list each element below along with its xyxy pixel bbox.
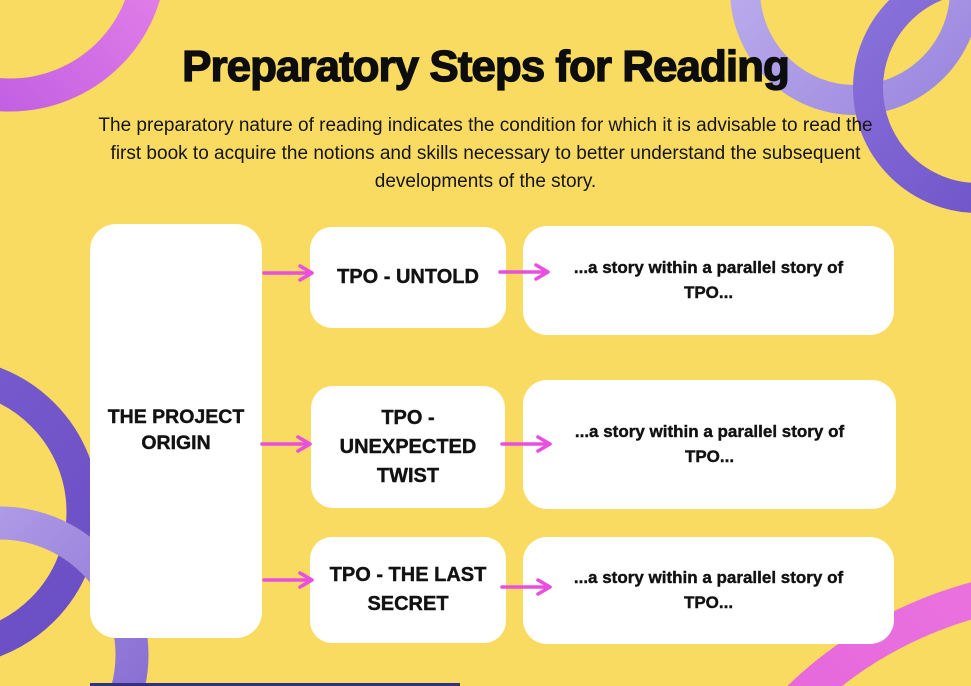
ring-top-right-purple — [853, 0, 971, 213]
ring-top-left — [0, 0, 160, 112]
note-box-label: ...a story within a parallel story of TP… — [573, 568, 844, 612]
flowchart-note-box-2: ...a story within a parallel story of TP… — [523, 380, 896, 509]
arrow-book-2-to-note-2-icon — [500, 435, 552, 453]
flowchart-note-box-1: ...a story within a parallel story of TP… — [523, 226, 894, 335]
flowchart-note-box-3: ...a story within a parallel story of TP… — [523, 537, 894, 644]
arrow-root-to-book-3-icon — [262, 571, 314, 589]
ring-bottom-left-purple — [0, 367, 100, 657]
ring-bottom-left-lavender — [0, 506, 149, 686]
book-box-label: TPO - UNEXPECTED TWIST — [339, 406, 477, 487]
book-box-label: TPO - THE LAST SECRET — [329, 564, 487, 615]
note-box-label: ...a story within a parallel story of TP… — [574, 422, 845, 466]
arrow-root-to-book-2-icon — [260, 435, 312, 453]
note-box-label: ...a story within a parallel story of TP… — [573, 258, 844, 302]
bottom-edge-accent — [90, 683, 460, 686]
book-box-label: TPO - UNTOLD — [337, 266, 479, 288]
flowchart-book-box-2: TPO - UNEXPECTED TWIST — [311, 386, 505, 508]
arrow-book-3-to-note-3-icon — [500, 578, 552, 596]
page-title: Preparatory Steps for Reading — [181, 41, 790, 91]
flowchart-book-box-1: TPO - UNTOLD — [310, 227, 506, 328]
page-subtitle: The preparatory nature of reading indica… — [98, 115, 873, 193]
arrow-root-to-book-1-icon — [262, 264, 314, 282]
root-box-label: THE PROJECT ORIGIN — [107, 406, 245, 454]
arrow-book-1-to-note-1-icon — [498, 263, 550, 281]
flowchart-book-box-3: TPO - THE LAST SECRET — [310, 537, 506, 643]
flowchart-root-box: THE PROJECT ORIGIN — [90, 224, 262, 638]
